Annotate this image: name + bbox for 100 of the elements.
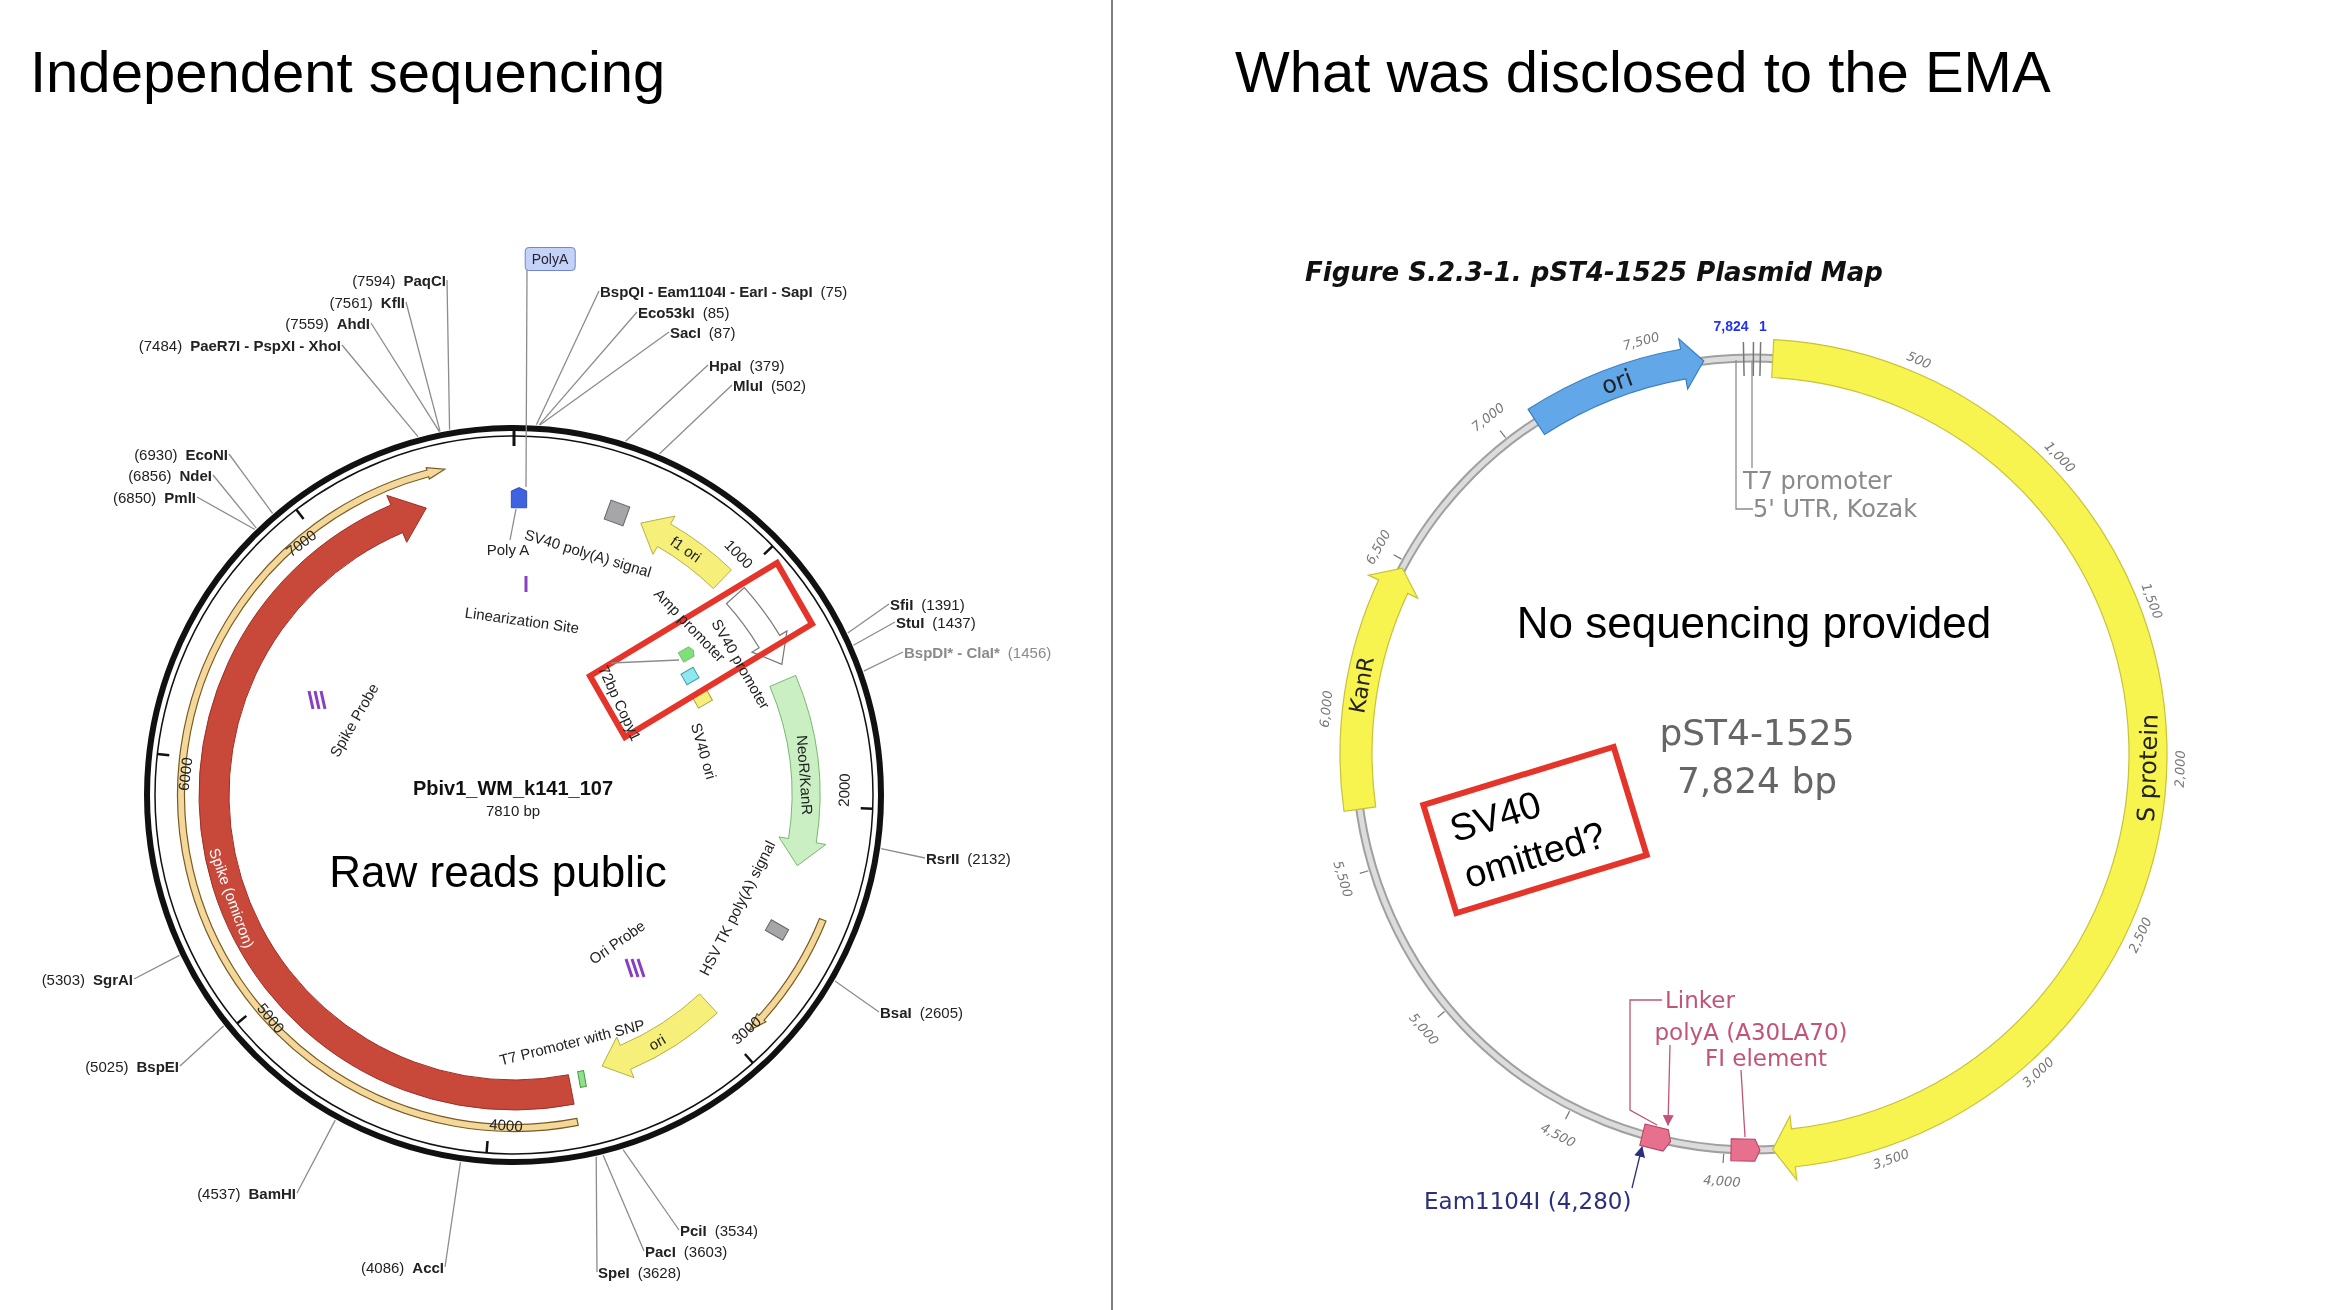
tick-label: 1,500 xyxy=(2138,580,2165,621)
plasmid-size: 7810 bp xyxy=(485,802,541,818)
heading: What was disclosed to the EMA xyxy=(1235,43,2051,101)
leader-line xyxy=(212,474,257,529)
feature-label: T7 Promoter with SNP xyxy=(497,1016,647,1068)
tick-label: 1 xyxy=(1759,319,1767,333)
leader-line xyxy=(196,496,256,531)
restriction-site-label: (7561) KflI xyxy=(329,294,405,310)
pointer-arrow xyxy=(1662,1044,1674,1127)
leader-line xyxy=(444,1161,462,1268)
restriction-site-label: PacI (3603) xyxy=(645,1243,728,1259)
leader-line xyxy=(179,1025,225,1067)
tick-label: 2,000 xyxy=(2172,750,2187,788)
leader-line xyxy=(1629,999,1663,1126)
leader-line xyxy=(405,301,441,433)
leader-line xyxy=(602,1154,645,1252)
tick-label: 6,000 xyxy=(1317,690,1335,729)
leader-line xyxy=(538,311,638,426)
tick-label: 4000 xyxy=(488,1116,524,1134)
leader-line xyxy=(296,1119,336,1194)
restriction-site-label: Eco53kI (85) xyxy=(638,304,730,320)
leader-line xyxy=(1735,359,1754,510)
feature-marker xyxy=(1730,1138,1761,1162)
feature-label: KanR xyxy=(1346,655,1378,716)
leader-line xyxy=(1740,1069,1746,1138)
plasmid-size: 7,824 bp xyxy=(1676,763,1838,799)
feature-marker xyxy=(510,487,528,509)
restriction-site-label: (6856) NdeI xyxy=(128,467,212,483)
restriction-site-label: (6930) EcoNI xyxy=(134,446,228,462)
pointer-arrow xyxy=(1631,1145,1645,1189)
tick-label: 4,500 xyxy=(1538,1121,1578,1150)
plasmid-name: Pbiv1_WM_k141_107 xyxy=(412,778,614,798)
restriction-site-label: BspQI - Eam1104I - EarI - SapI (75) xyxy=(600,283,848,299)
feature-marker xyxy=(1639,1123,1672,1152)
feature-label: NeoR/KanR xyxy=(795,734,816,816)
tick-label: 5,500 xyxy=(1331,859,1355,899)
leader-line xyxy=(370,322,441,433)
leader-line xyxy=(863,651,904,672)
feature-label: Eam1104I (4,280) xyxy=(1424,1189,1632,1213)
restriction-site-label: SfiI (1391) xyxy=(890,596,965,612)
annotation-text: Raw reads public xyxy=(329,850,667,894)
feature-label: T7 promoter xyxy=(1743,469,1892,493)
tick-label: 3,500 xyxy=(1871,1146,1912,1171)
leader-line xyxy=(624,364,709,442)
leader-line xyxy=(595,1156,598,1273)
leader-line xyxy=(880,847,926,859)
feature-label: FI element xyxy=(1704,1046,1828,1070)
restriction-site-label: BsaI (2605) xyxy=(880,1004,964,1020)
leader-line xyxy=(539,331,670,426)
restriction-site-label: (6850) PmlI xyxy=(112,489,196,505)
plasmid-name: pST4-1525 xyxy=(1659,715,1855,751)
feature-marker xyxy=(677,646,695,663)
restriction-site-label: (4086) AccI xyxy=(360,1259,444,1275)
tick-label: 7,500 xyxy=(1621,329,1661,352)
leader-line xyxy=(535,290,600,426)
feature-tag: PolyA xyxy=(524,247,576,271)
feature-label: f1 ori xyxy=(668,533,705,565)
restriction-site-label: SacI (87) xyxy=(670,324,736,340)
feature-label: polyA (A30LA70) xyxy=(1654,1020,1848,1044)
restriction-site-label: PciI (3534) xyxy=(680,1222,759,1238)
restriction-site-label: (7594) PaqCI xyxy=(352,272,446,288)
restriction-site-label: (5303) SgrAI xyxy=(41,971,133,987)
tick-label: 500 xyxy=(1905,349,1934,371)
feature-label: ori xyxy=(1597,365,1636,399)
restriction-site-label: SpeI (3628) xyxy=(598,1264,682,1280)
leader-line xyxy=(847,603,890,634)
leader-line xyxy=(133,954,181,980)
tick-label: 6000 xyxy=(175,756,194,792)
leader-line xyxy=(622,1148,680,1231)
leader-line xyxy=(525,269,528,488)
feature-label: ori xyxy=(645,1031,668,1053)
feature-label: S protein xyxy=(2133,713,2162,823)
leader-line xyxy=(658,384,733,455)
figure-title: Figure S.2.3-1. pST4-1525 Plasmid Map xyxy=(1305,259,1883,285)
restriction-site-label: RsrII (2132) xyxy=(926,850,1011,866)
leader-line xyxy=(852,621,896,646)
feature-label: Linearization Site xyxy=(464,604,580,636)
leader-line xyxy=(1751,361,1753,469)
restriction-site-label: (7484) PaeR7I - PspXI - XhoI xyxy=(138,337,341,353)
restriction-site-label: (7559) AhdI xyxy=(285,315,370,331)
feature-label: 5' UTR, Kozak xyxy=(1753,497,1918,521)
feature-label: SV40 ori xyxy=(688,721,720,781)
leader-line xyxy=(341,344,419,438)
restriction-site-label: BspDI* - ClaI* (1456) xyxy=(904,644,1052,660)
restriction-site-label: (5025) BspEI xyxy=(85,1058,179,1074)
restriction-site-label: (4537) BamHI xyxy=(197,1185,296,1201)
tick-label: 2,500 xyxy=(2126,915,2154,955)
leader-line xyxy=(446,279,451,431)
leader-line xyxy=(834,980,880,1013)
annotation-text: No sequencing provided xyxy=(1516,601,1992,645)
leader-line xyxy=(228,453,274,514)
restriction-site-label: MluI (502) xyxy=(733,377,807,393)
leader-line xyxy=(509,508,517,541)
restriction-site-label: HpaI (379) xyxy=(709,357,785,373)
tick-label: 7,824 xyxy=(1713,319,1749,333)
leader-line xyxy=(610,659,680,664)
feature-label: Linker xyxy=(1665,988,1735,1012)
feature-label: 72bp Copy1 xyxy=(596,663,644,743)
restriction-site-label: StuI (1437) xyxy=(896,614,976,630)
tick-label: 2000 xyxy=(835,773,853,808)
